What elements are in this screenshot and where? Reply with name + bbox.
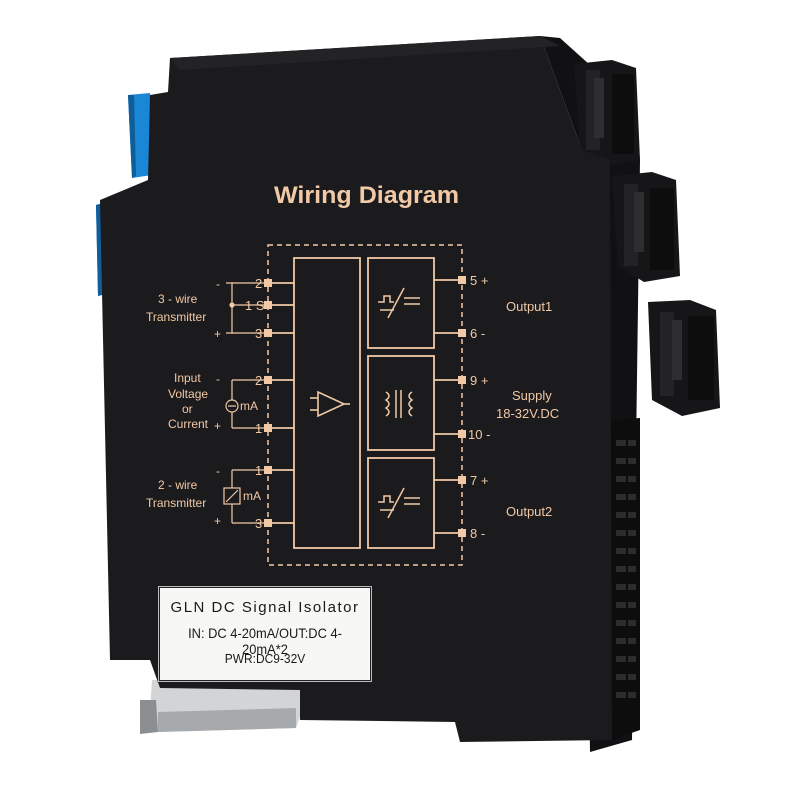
product-label: GLN DC Signal Isolator IN: DC 4-20mA/OUT… <box>158 586 372 682</box>
two-wire-line2: Transmitter <box>146 496 206 510</box>
product-label-power: PWR:DC9-32V <box>224 651 306 666</box>
terminal-block-top <box>574 60 640 166</box>
blue-din-clip-top <box>128 93 152 178</box>
right-pin-9: 9 + <box>470 373 488 388</box>
two-wire-line1: 2 - wire <box>158 478 198 492</box>
left-terminal-dots <box>264 279 272 527</box>
three-wire-bracket <box>226 282 264 334</box>
output1-label: Output1 <box>506 299 552 314</box>
housing-front <box>100 36 612 742</box>
input-plus: + <box>214 419 221 433</box>
metal-din-latch <box>140 680 306 734</box>
isolation-symbol-output1 <box>378 287 420 319</box>
three-wire-minus: - <box>216 277 220 291</box>
output1-block <box>367 257 435 349</box>
product-label-title: GLN DC Signal Isolator <box>170 599 360 616</box>
wiring-diagram: Wiring Diagram <box>146 182 559 566</box>
right-pin-6: 6 - <box>470 326 485 341</box>
right-pin-8: 8 - <box>470 526 485 541</box>
terminal-block-middle <box>612 172 680 282</box>
product-label-io-spec: IN: DC 4-20mA/OUT:DC 4-20mA*2 <box>188 625 342 657</box>
supply-label: Supply <box>512 388 552 403</box>
input-line3: or <box>182 402 193 416</box>
output2-label: Output2 <box>506 504 552 519</box>
input-meter-label: mA <box>240 399 258 413</box>
three-wire-line1: 3 - wire <box>158 292 198 306</box>
right-pin-5: 5 + <box>470 273 488 288</box>
right-pin-leads <box>434 279 462 534</box>
terminal-block-bottom <box>648 300 720 416</box>
two-wire-plus: + <box>214 514 221 528</box>
amplifier-symbol <box>310 390 350 418</box>
supply-voltage-label: 18-32V.DC <box>496 406 559 421</box>
input-minus: - <box>216 372 220 386</box>
isolation-symbol-output2 <box>378 487 420 519</box>
two-wire-meter-label: mA <box>243 489 261 503</box>
two-wire-transmitter-symbol <box>223 469 264 524</box>
output2-block <box>367 457 435 549</box>
right-terminal-dots <box>458 276 466 537</box>
three-wire-line2: Transmitter <box>146 310 206 324</box>
right-pin-7: 7 + <box>470 473 488 488</box>
three-wire-plus: + <box>214 327 221 341</box>
input-line4: Current <box>168 417 209 431</box>
right-pin-10: 10 - <box>468 427 490 442</box>
left-pin-leads <box>268 282 294 524</box>
input-source-symbol <box>225 379 264 429</box>
dashed-enclosure <box>267 244 463 566</box>
diagram-title: Wiring Diagram <box>274 182 459 209</box>
transformer-symbol <box>384 390 414 418</box>
amplifier-block <box>293 257 361 549</box>
input-line1: Input <box>174 371 201 385</box>
two-wire-minus: - <box>216 464 220 478</box>
supply-block <box>367 355 435 451</box>
input-line2: Voltage <box>168 387 208 401</box>
